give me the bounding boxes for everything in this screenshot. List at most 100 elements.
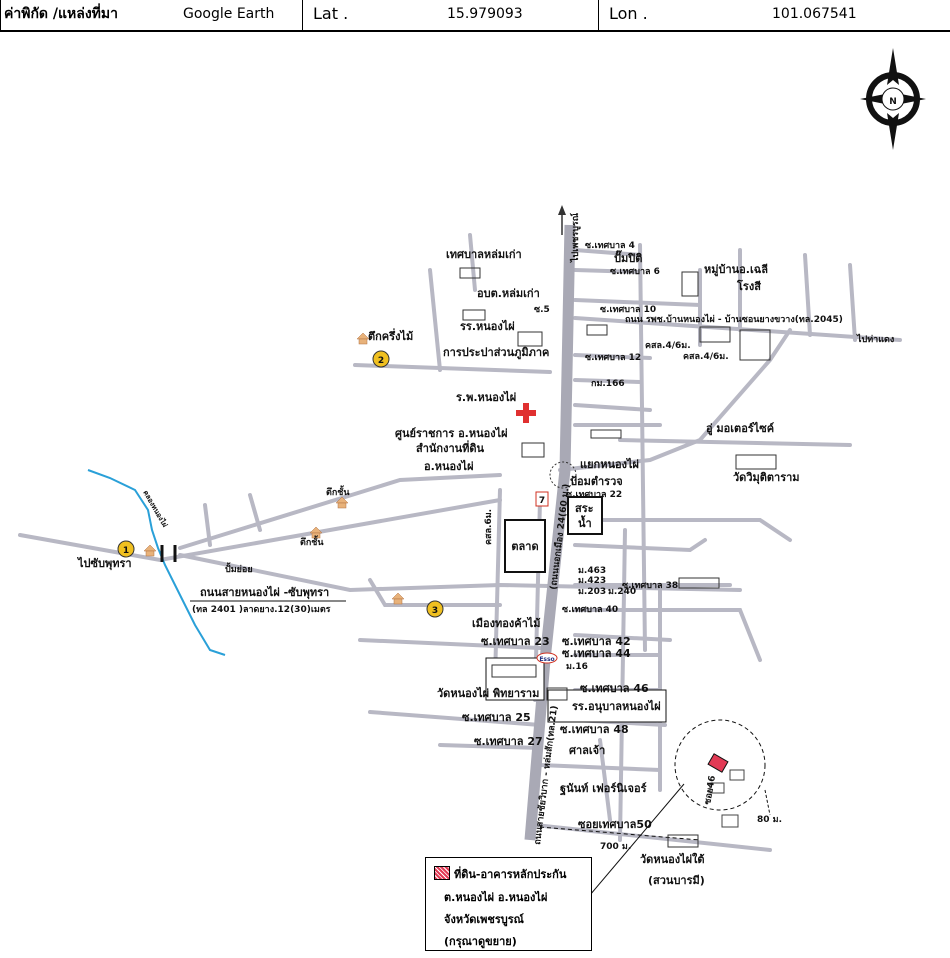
label-waterworks: การประปาส่วนภูมิภาค [443, 346, 549, 360]
temple-icon [491, 664, 537, 678]
compass-north-label: N [889, 97, 897, 107]
bridge-icon [160, 545, 177, 562]
seven-eleven-icon: 7 [535, 491, 549, 507]
hospital-cross-icon [516, 403, 536, 423]
label-wat-wimut: วัดวิมุติตาราม [733, 471, 800, 485]
label-hospital-road: ถนน รพช.บ้านหนองไผ่ - บ้านซอนยางขวาง(ทล.… [625, 313, 843, 325]
esso-icon: Esso [536, 652, 558, 664]
collateral-plot [707, 753, 729, 773]
label-police-box: ป้อมตำรวจ [570, 475, 623, 488]
label-to-phetchabun: ไปเพชรบูรณ์ [569, 212, 581, 263]
label-mueang-thong: เมืองทองค้าไม้ [472, 616, 541, 630]
label-soi-46: ซ.เทศบาล 46 [580, 682, 649, 695]
coord-source-label: ค่าพิกัด /แหล่งที่มา [4, 6, 118, 22]
label-wat-nongphai: วัดหนองไผ่ พิทยาราม [437, 686, 539, 700]
label-soi-22: ซ.เทศบาล 22 [566, 490, 622, 500]
label-market: ตลาด [511, 540, 538, 553]
label-s423: ม.423 [578, 576, 606, 586]
lat-label: Lat . [313, 4, 349, 23]
label-m16: ม.16 [566, 662, 588, 672]
svg-text:1: 1 [123, 546, 129, 556]
label-soi-48: ซ.เทศบาล 48 [560, 723, 629, 736]
source-value: Google Earth [183, 6, 275, 22]
house-icon [393, 598, 403, 605]
label-suan-barami: (สวนบารมี) [648, 874, 705, 887]
house-icon [358, 338, 368, 345]
building-icon [459, 267, 481, 279]
house-icon [391, 592, 405, 600]
label-soi-6: ซ.เทศบาล 6 [610, 267, 660, 277]
lon-value: 101.067541 [772, 6, 857, 22]
label-pond-1: สระ [575, 502, 594, 515]
building-icon [462, 309, 486, 321]
label-district: อ.หนองไผ่ [424, 459, 474, 473]
house-icon [143, 544, 157, 552]
lat-value: 15.979093 [447, 6, 523, 22]
lon-label: Lon . [609, 4, 648, 23]
label-old-sao: อบต.หล่มเก่า [477, 287, 540, 300]
legend-pointer [589, 783, 685, 896]
building-shape [729, 769, 745, 781]
marker-3: 3 [426, 600, 444, 618]
svg-text:2: 2 [378, 356, 384, 366]
label-school-nongphai: รร.หนองไผ่ [460, 319, 515, 333]
marker-1: 1 [117, 540, 135, 558]
legend-line-3: จังหวัดเพชรบูรณ์ [444, 913, 524, 926]
label-main-road-spec: (ทล 2401 )ลาดยาง.12(30)เมตร [192, 605, 331, 615]
label-village: หมู่บ้านอ.เฉลี [704, 263, 768, 277]
school-icon [546, 687, 568, 701]
label-shophouse-1: ตึกชั้น [326, 485, 351, 498]
label-to-chonburi: ไปซับพุทรา [76, 556, 132, 571]
location-map: N [18, 48, 926, 896]
label-wat-south: วัดหนองไผ่ใต้ [640, 852, 705, 866]
collateral-legend: ที่ดิน-อาคารหลักประกัน ต.หนองไผ่ อ.หนองไ… [425, 857, 592, 951]
label-building-wood: ตึกครึ่งไม้ [368, 328, 413, 343]
label-dist-80: 80 ม. [757, 815, 782, 825]
pond-box [567, 496, 603, 535]
building-icon [678, 577, 720, 589]
label-s240: ม.240 [608, 587, 636, 597]
market-box [504, 519, 546, 573]
label-s463: ม.463 [578, 566, 606, 576]
label-soi-42: ซ.เทศบาล 42 [562, 635, 631, 648]
legend-line-1: ที่ดิน-อาคารหลักประกัน [454, 868, 567, 881]
label-kmso-46: คสล.4/6ม. [645, 341, 691, 351]
highway-21 [524, 224, 576, 841]
compass-rose-icon: N [860, 48, 926, 150]
label-soi-4: ซ.เทศบาล 4 [585, 241, 635, 251]
building-icon [586, 324, 608, 336]
label-soi-50: ซอยเทศบาล50 [578, 818, 652, 831]
subject-area-circle [674, 719, 766, 811]
label-shrine: ศาลเจ้า [569, 744, 605, 757]
house-icon [311, 532, 321, 539]
label-land-office: สำนักงานที่ดิน [416, 440, 485, 455]
school-box [547, 689, 667, 723]
label-soi-10: ซ.เทศบาล 10 [600, 305, 656, 315]
label-to-tha-daeng: ไปท่าแดง [856, 333, 894, 345]
intersection-circle [549, 461, 577, 489]
svg-text:7: 7 [539, 496, 545, 506]
label-ptt: ปั๊มปิติ [614, 250, 642, 265]
label-soi-44: ซ.เทศบาล 44 [562, 647, 631, 660]
label-gas-station: ปั้มย่อย [225, 562, 253, 575]
label-kindergarten: รร.อนุบาลหนองไผ่ [572, 699, 661, 714]
collateral-swatch [434, 866, 450, 880]
svg-text:3: 3 [432, 606, 438, 616]
label-soi-5: ซ.5 [534, 305, 550, 315]
school-icon [517, 331, 543, 347]
building-icon [521, 442, 545, 458]
label-motorcycle: อู่ มอเตอร์ไซค์ [706, 421, 774, 436]
label-gov-center: ศูนย์ราชการ อ.หนองไผ่ [395, 426, 508, 441]
building-icon [590, 429, 622, 439]
building-icon [739, 329, 771, 361]
label-kmso-46b: คสล.4/6ม. [683, 352, 729, 362]
label-soi-12: ซ.เทศบาล 12 [585, 353, 641, 363]
temple-icon [667, 834, 699, 848]
svg-text:Esso: Esso [539, 656, 554, 663]
label-dist-700: 700 ม. [600, 842, 631, 852]
house-icon [337, 502, 347, 509]
building-icon [681, 271, 699, 297]
label-soi-25: ซ.เทศบาล 25 [462, 711, 531, 724]
label-pond-2: น้ำ [578, 515, 592, 530]
label-hospital: ร.พ.หนองไผ่ [456, 390, 516, 404]
